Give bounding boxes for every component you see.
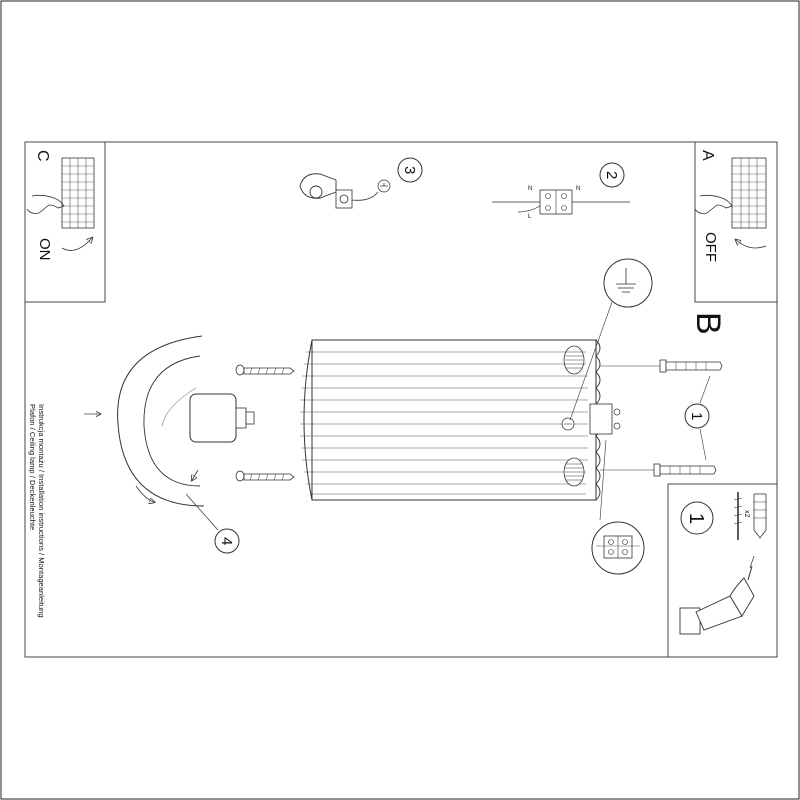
tools-box: 1 x2 (667, 483, 778, 658)
wall-plug-icon (753, 493, 767, 539)
mounting-hole-top (563, 345, 585, 375)
panel-a-state: OFF (702, 232, 719, 262)
terminal-n-label: N (528, 186, 532, 192)
panel-c-letter: C (34, 150, 51, 162)
step-2-terminal-connection: 2 N N L (492, 162, 630, 220)
circuit-breaker-icon (731, 157, 767, 229)
earth-symbol-icon (616, 268, 636, 293)
step-4-marker: 4 (185, 493, 240, 554)
rotate-arrow-icon (61, 238, 92, 251)
step-4-number: 4 (218, 537, 235, 545)
drill-icon (679, 555, 755, 635)
sheet-title: Instrukcja montażu / Installation instru… (37, 404, 46, 618)
step-3-earth-connection: 3 (299, 157, 423, 209)
rotate-arrow-icon (736, 240, 767, 249)
screw-icon (733, 492, 743, 540)
hand-icon (694, 194, 733, 214)
step-1-marker: 1 (684, 375, 711, 461)
earth-zoom-callout (569, 258, 653, 421)
mounting-screw-top (235, 364, 295, 376)
terminal-zoom-callout (591, 439, 645, 575)
terminal-l-label: L (528, 214, 532, 220)
lamp-terminal-block (589, 403, 621, 435)
tools-box-step: 1 (685, 513, 707, 524)
lamp-shade (300, 339, 601, 501)
sheet-subtitle: Plafon / Ceiling lamp / Deckenleuchte (28, 404, 37, 530)
terminal-n-label-right: N (576, 186, 580, 192)
hand-icon (26, 194, 65, 214)
panel-b-letter: B (689, 312, 727, 335)
step-1-number: 1 (688, 412, 705, 420)
mounting-screw-bottom (235, 470, 295, 482)
panel-c-state: ON (36, 238, 53, 261)
earth-symbol-icon (377, 179, 391, 193)
earth-screw-icon (561, 417, 575, 431)
mounting-hole-bottom (563, 457, 585, 487)
panel-a-letter: A (699, 150, 716, 161)
wall-plug-screw-bottom (600, 463, 717, 477)
tools-box-quantity: x2 (743, 510, 750, 518)
main-frame (24, 141, 778, 658)
ceiling-base (117, 335, 255, 507)
circuit-breaker-icon (61, 157, 95, 229)
panel-c: C ON (24, 141, 106, 303)
step-2-number: 2 (603, 171, 620, 179)
step-3-number: 3 (401, 166, 418, 174)
wall-plug-screw-top (600, 359, 723, 373)
panel-a: A OFF (694, 141, 778, 303)
